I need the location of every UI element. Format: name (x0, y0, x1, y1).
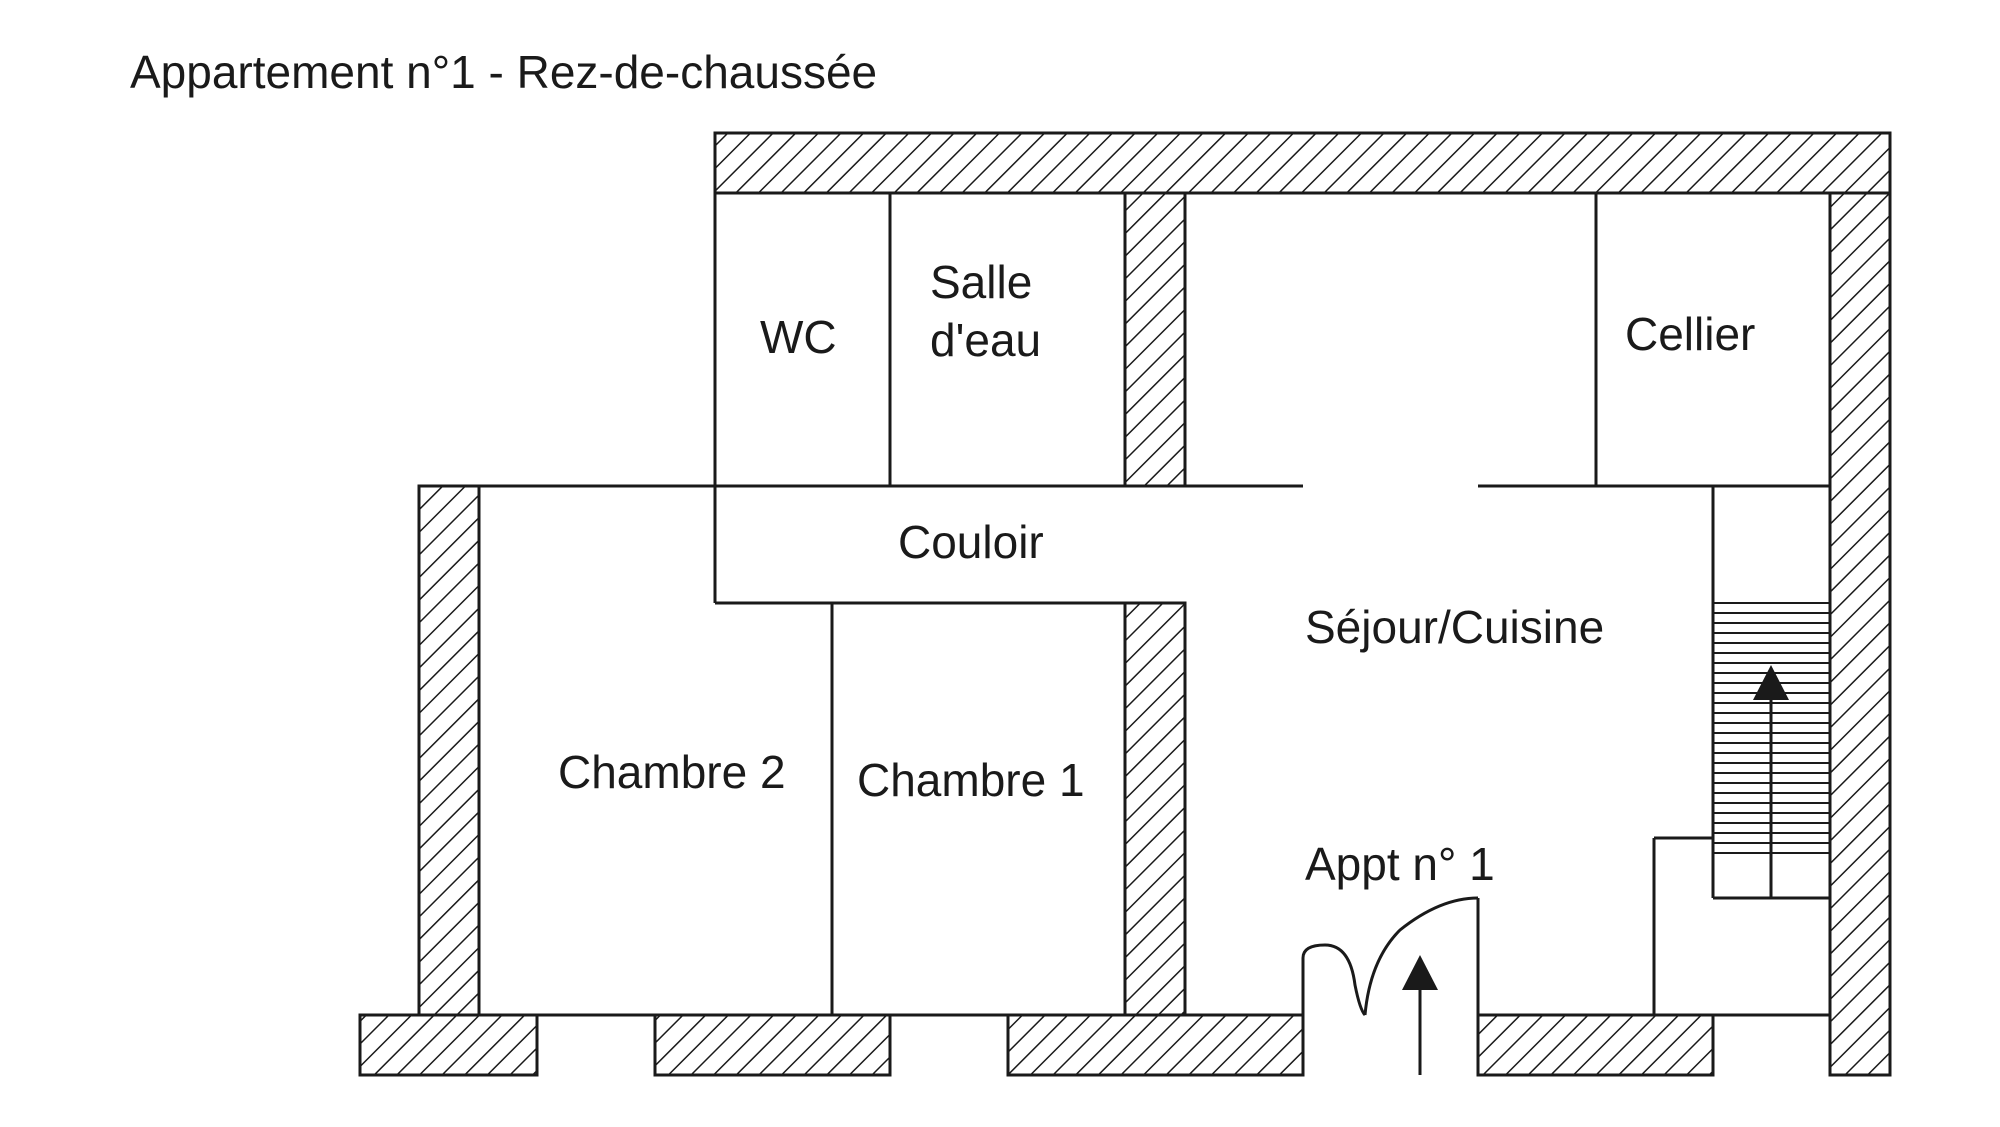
wall-top (713, 131, 1892, 195)
wall-bottom-4 (1476, 1013, 1715, 1077)
entry-door (1301, 896, 1479, 1075)
room-labels: WC Salle d'eau Cellier Couloir Séjour/Cu… (558, 256, 1755, 890)
room-label-salle-deau-line1: Salle (930, 256, 1032, 308)
wall-bottom-2 (653, 1013, 892, 1077)
room-label-appt-entry: Appt n° 1 (1305, 838, 1495, 890)
room-label-sejour-cuisine: Séjour/Cuisine (1305, 601, 1604, 653)
room-label-couloir: Couloir (898, 516, 1044, 568)
walls (358, 131, 1892, 1077)
room-label-salle-deau-line2: d'eau (930, 314, 1041, 366)
wall-bottom-3 (1006, 1013, 1305, 1077)
room-label-chambre-2: Chambre 2 (558, 746, 786, 798)
wall-right (1828, 191, 1892, 1077)
entry-arrow-icon (1402, 955, 1438, 990)
stair-up-arrow-icon (1753, 665, 1789, 700)
wall-center-lower (1123, 601, 1187, 1017)
room-label-cellier: Cellier (1625, 308, 1755, 360)
room-label-wc: WC (760, 311, 837, 363)
wall-center-upper (1123, 191, 1187, 488)
plan-title: Appartement n°1 - Rez-de-chaussée (130, 46, 877, 98)
wall-bottom-1 (358, 1013, 539, 1077)
wall-left (417, 484, 481, 1017)
staircase (1713, 602, 1830, 898)
room-label-chambre-1: Chambre 1 (857, 754, 1085, 806)
partitions (419, 193, 1830, 1075)
